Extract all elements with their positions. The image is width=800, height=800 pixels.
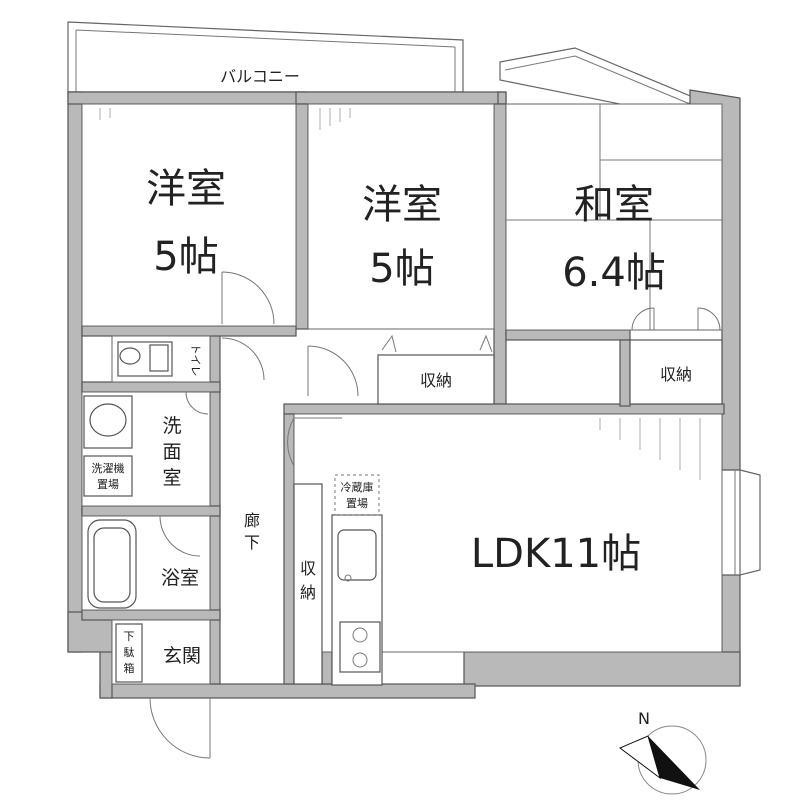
bay-window [734,469,761,576]
tatami-lines [506,104,722,330]
washroom-label-2: 面 [162,441,181,463]
floor-hatching [99,108,701,480]
western-room-2-name: 洋室 [362,182,442,228]
kitchen [331,474,383,686]
western-room-2 [307,103,495,330]
storage-hallway-label-1: 収 [300,559,316,578]
shoebox-label-3: 箱 [124,661,135,675]
fridge-label-1: 冷蔵庫 [341,480,374,494]
western-room-1-name: 洋室 [146,166,226,212]
western-room-1-size: 5帖 [153,234,218,280]
storage-japanese [629,339,723,405]
door-swings [149,271,721,759]
bathroom-label: 浴室 [161,567,199,589]
entrance [111,619,211,685]
fridge-label-2: 置場 [346,497,368,510]
storage-hallway [293,483,323,685]
north-compass: N [619,709,707,795]
japanese-room-size: 6.4帖 [562,250,666,296]
washroom [81,391,211,507]
washroom-label-1: 洗 [162,415,181,437]
hallway-label-2: 下 [244,533,260,552]
shoebox-label-2: 駄 [124,645,135,659]
washer-label-2: 置場 [97,478,119,491]
ldk-label: LDK11帖 [471,531,641,577]
washroom-label-3: 室 [162,467,181,489]
japanese-room-name: 和室 [574,182,654,228]
storage-western-2-label: 収納 [420,371,452,390]
toilet-room [111,335,211,383]
shoebox-label-1: 下 [124,630,135,643]
hallway-label-1: 廊 [244,511,260,530]
entrance-label: 玄関 [163,645,201,667]
storage-western-2 [377,354,495,405]
balcony [67,21,702,113]
storage-japanese-label: 収納 [660,365,692,384]
north-label: N [638,709,650,728]
japanese-room [505,103,723,331]
storage-hallway-label-2: 納 [300,583,316,602]
bathroom [81,515,211,611]
toilet-label: トイレ [189,344,202,377]
washer-label-1: 洗濯機 [92,461,125,475]
balcony-label: バルコニー [220,67,300,86]
western-room-2-size: 5帖 [369,246,434,292]
exterior-walls [67,89,741,699]
